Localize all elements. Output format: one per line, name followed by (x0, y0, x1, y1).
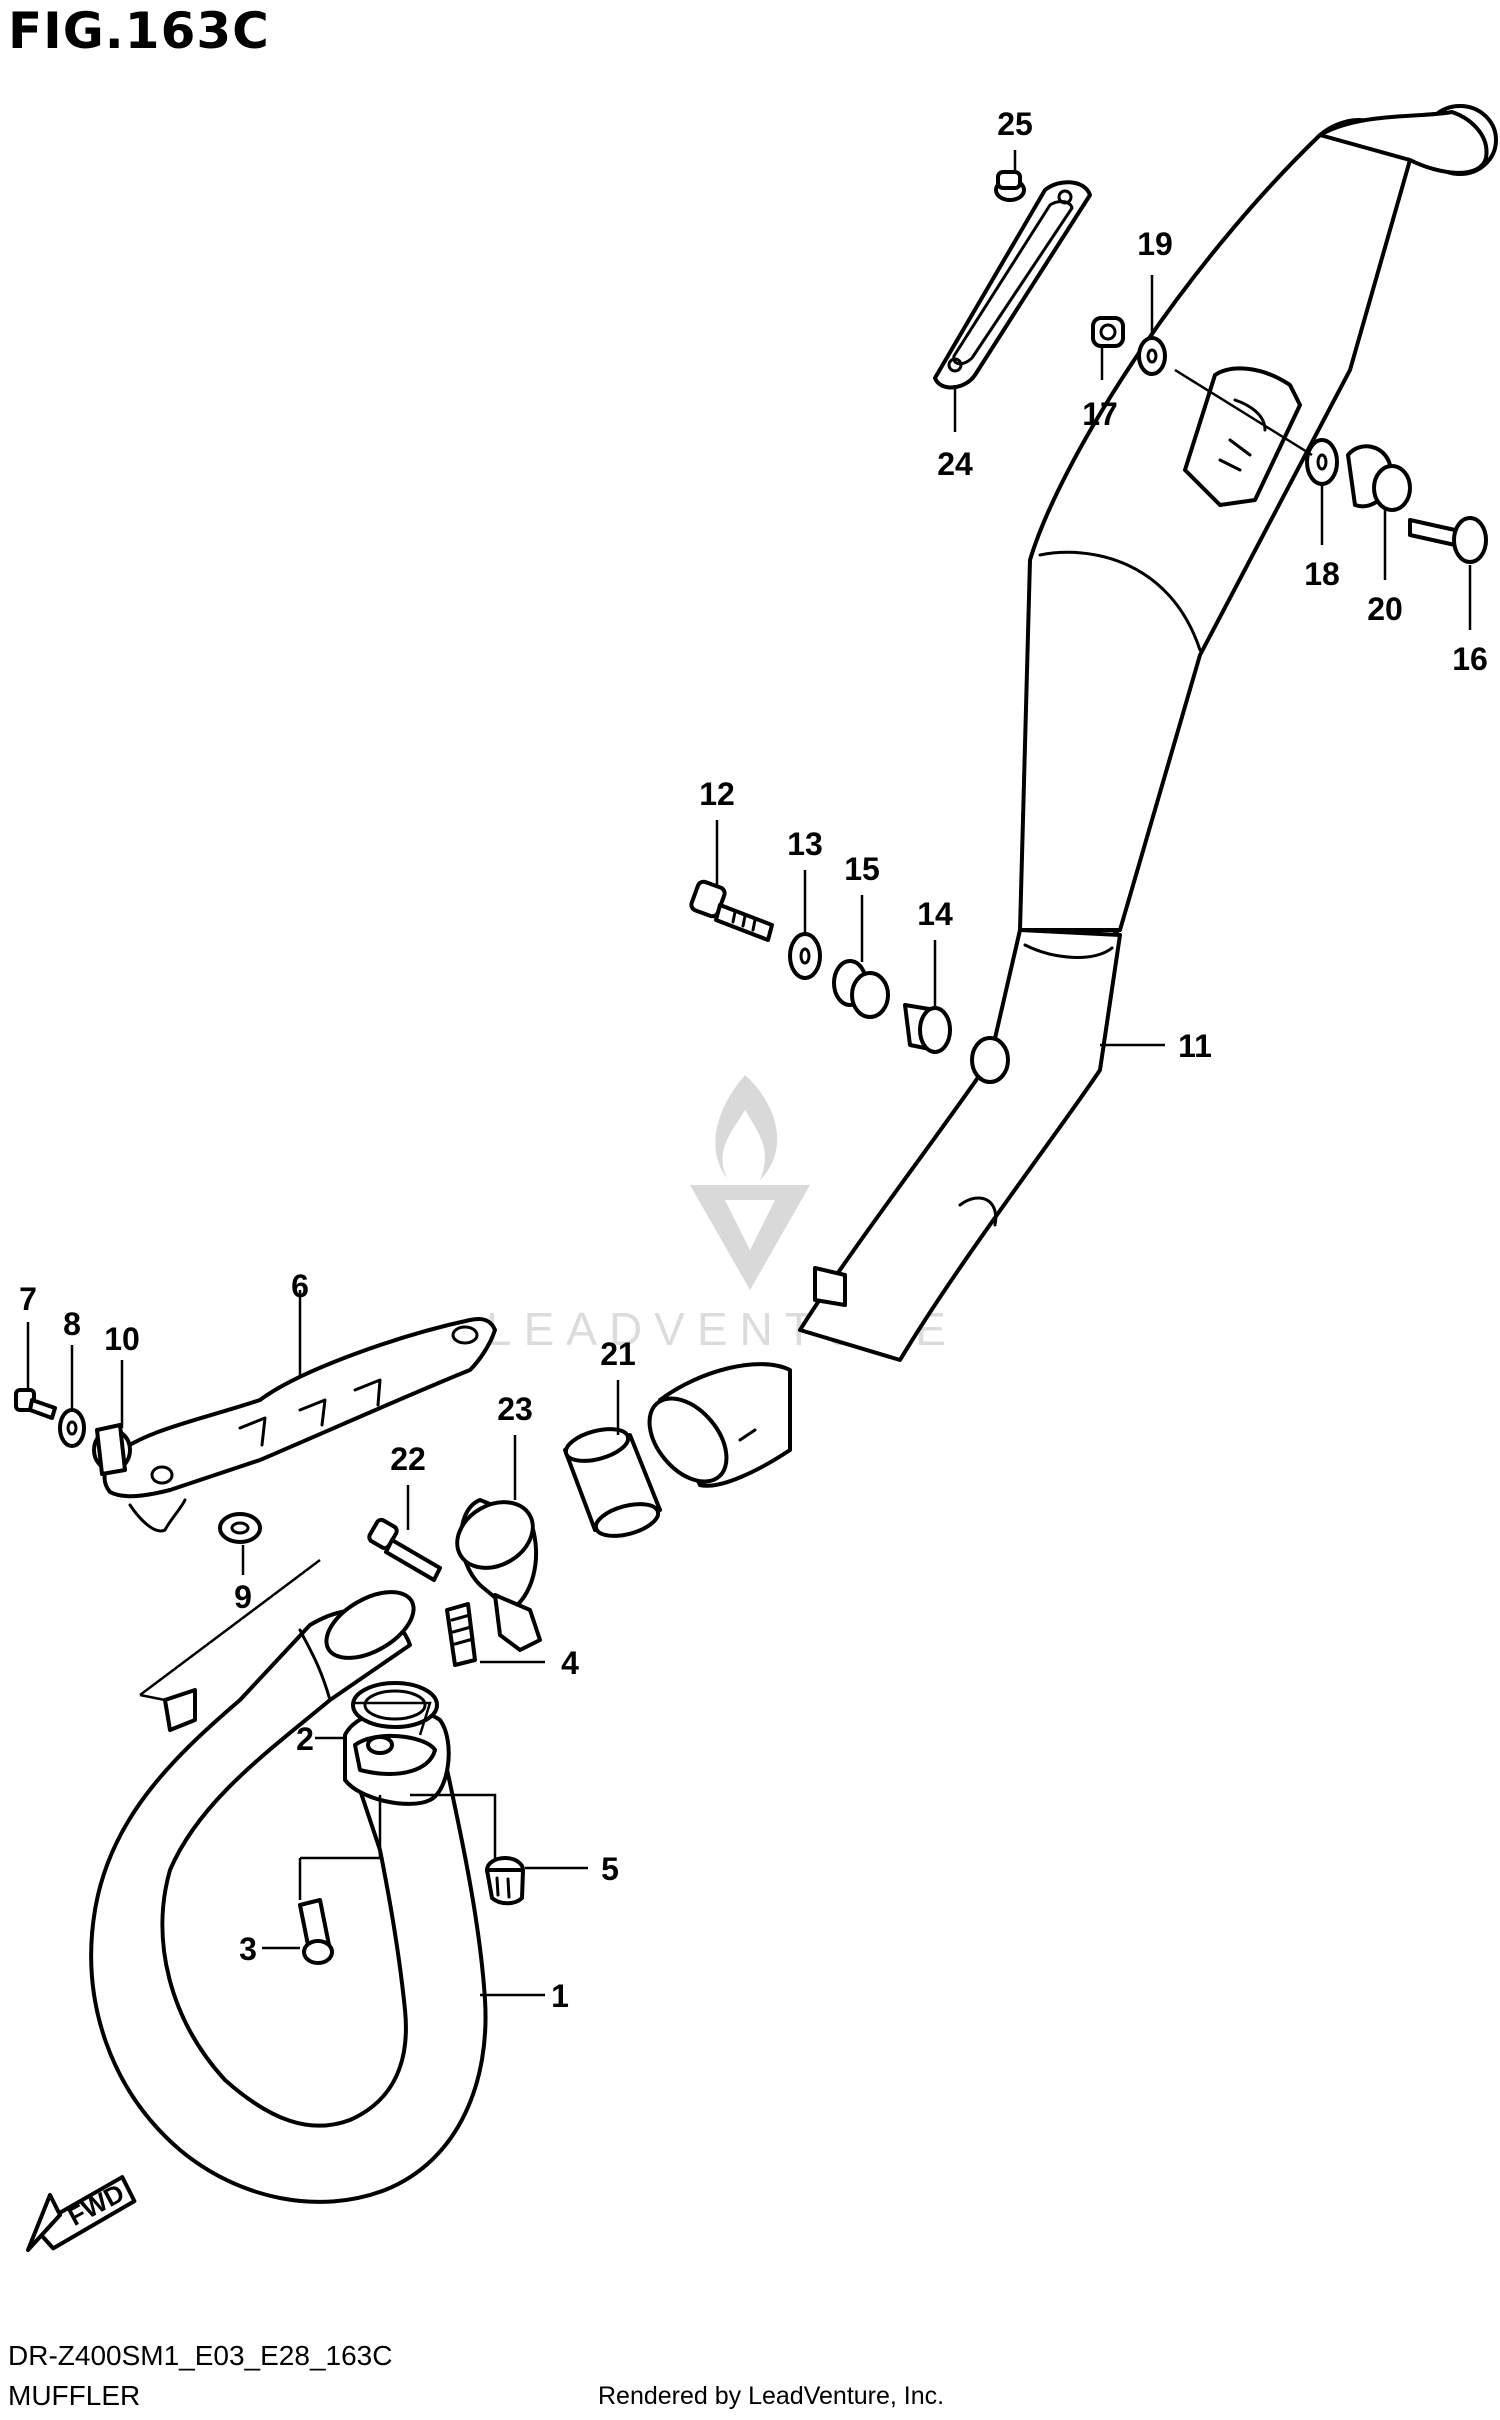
forward-direction-badge: FWD (26, 2175, 137, 2252)
callout-23: 23 (497, 1391, 533, 1427)
callout-3: 3 (239, 1931, 257, 1967)
part-17-nut (1091, 316, 1125, 348)
part-3-stud (298, 1898, 334, 1965)
render-credit: Rendered by LeadVenture, Inc. (598, 2382, 945, 2410)
callout-2: 2 (296, 1721, 314, 1757)
part-10-collar (92, 1423, 132, 1476)
part-4-stud (445, 1602, 477, 1667)
callout-21: 21 (600, 1336, 636, 1372)
part-13-washer (788, 932, 822, 980)
callout-11: 11 (1178, 1028, 1212, 1064)
part-24-guard-strap (933, 180, 1092, 390)
part-22-bolt (367, 1517, 442, 1582)
part-18-washer (1305, 438, 1339, 486)
callout-18: 18 (1304, 556, 1340, 592)
model-code: DR-Z400SM1_E03_E28_163C (8, 2340, 393, 2371)
callout-25: 25 (997, 106, 1033, 142)
part-21-sleeve (563, 1427, 662, 1538)
callout-16: 16 (1452, 641, 1488, 677)
part-9-collar (218, 1512, 262, 1544)
callout-20: 20 (1367, 591, 1403, 627)
part-25-bolt (994, 170, 1026, 202)
part-15-grommet (832, 959, 890, 1019)
figure-title: FIG.163C (8, 2, 270, 60)
part-14-collar (903, 1003, 952, 1054)
part-12-bolt (689, 879, 774, 942)
part-16-bolt (1408, 516, 1488, 564)
part-20-grommet (1346, 444, 1412, 512)
callout-4: 4 (561, 1645, 579, 1681)
callout-6: 6 (291, 1268, 309, 1304)
leader-lines (26, 150, 1472, 1997)
callout-5: 5 (601, 1851, 619, 1887)
figure-name: MUFFLER (8, 2380, 141, 2411)
callouts: 25 19 17 24 18 20 16 12 13 15 14 11 21 2… (19, 106, 1488, 2014)
callout-12: 12 (699, 776, 735, 812)
callout-22: 22 (390, 1441, 426, 1477)
callout-17: 17 (1082, 396, 1118, 432)
callout-1: 1 (551, 1978, 569, 2014)
part-1-exhaust-pipe (89, 1590, 488, 2204)
callout-8: 8 (63, 1306, 81, 1342)
callout-15: 15 (844, 851, 880, 887)
callout-13: 13 (787, 826, 823, 862)
part-23-clamp (455, 1498, 542, 1652)
part-7-bolt (14, 1388, 57, 1420)
part-19-washer (1137, 336, 1167, 376)
callout-10: 10 (104, 1321, 140, 1357)
callout-7: 7 (19, 1281, 37, 1317)
part-2-gasket (351, 1681, 439, 1729)
part-8-washer (58, 1408, 86, 1448)
muffler-silencer (647, 104, 1498, 1488)
callout-14: 14 (917, 896, 953, 932)
callout-19: 19 (1137, 226, 1173, 262)
callout-9: 9 (234, 1579, 252, 1615)
part-5-nut (485, 1856, 525, 1906)
callout-24: 24 (937, 446, 973, 482)
